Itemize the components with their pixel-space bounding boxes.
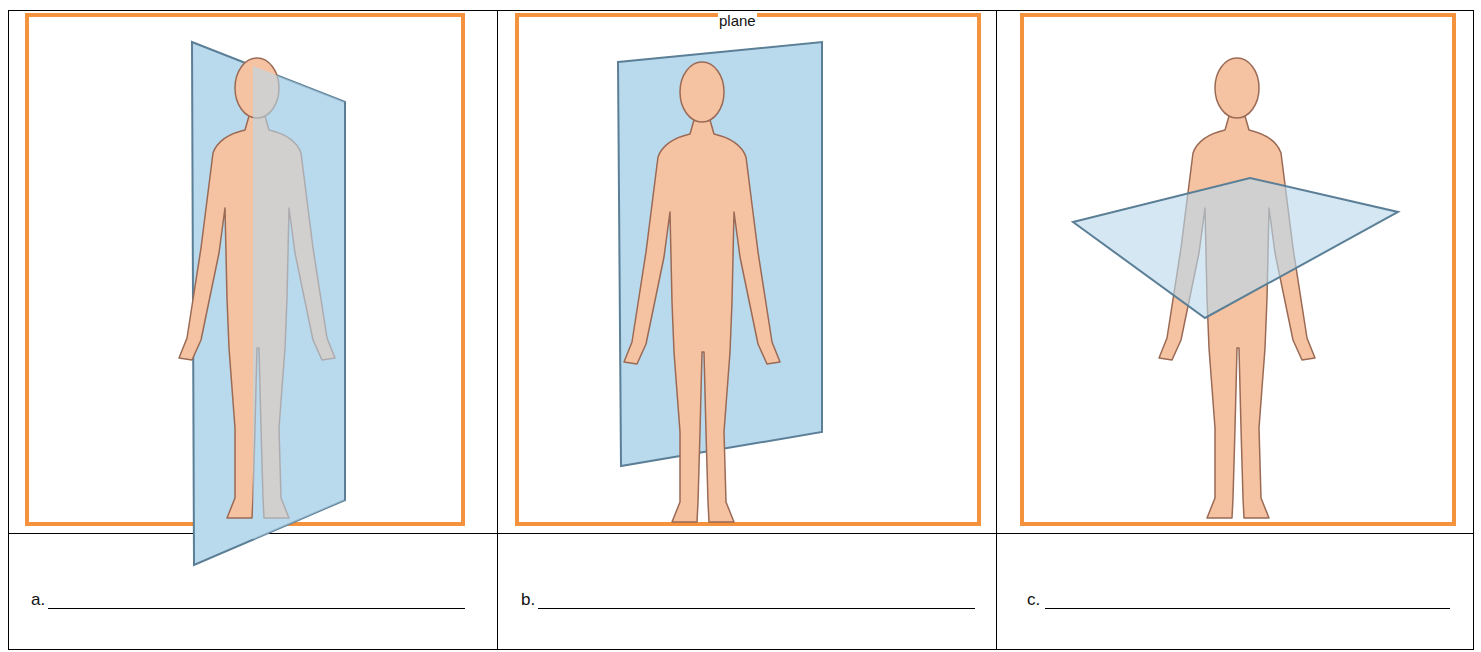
answer-letter: a. — [30, 590, 46, 610]
answer-letter: c. — [1026, 590, 1041, 610]
answer-letter: b. — [520, 590, 536, 610]
plane-title: plane — [718, 11, 757, 31]
transverse-plane-figure — [1073, 58, 1398, 518]
table-grid — [8, 10, 1474, 650]
answer-line — [48, 608, 1450, 609]
sagittal-plane-figure — [179, 42, 345, 565]
image-frame — [27, 15, 1454, 524]
frontal-plane-figure — [618, 42, 822, 522]
